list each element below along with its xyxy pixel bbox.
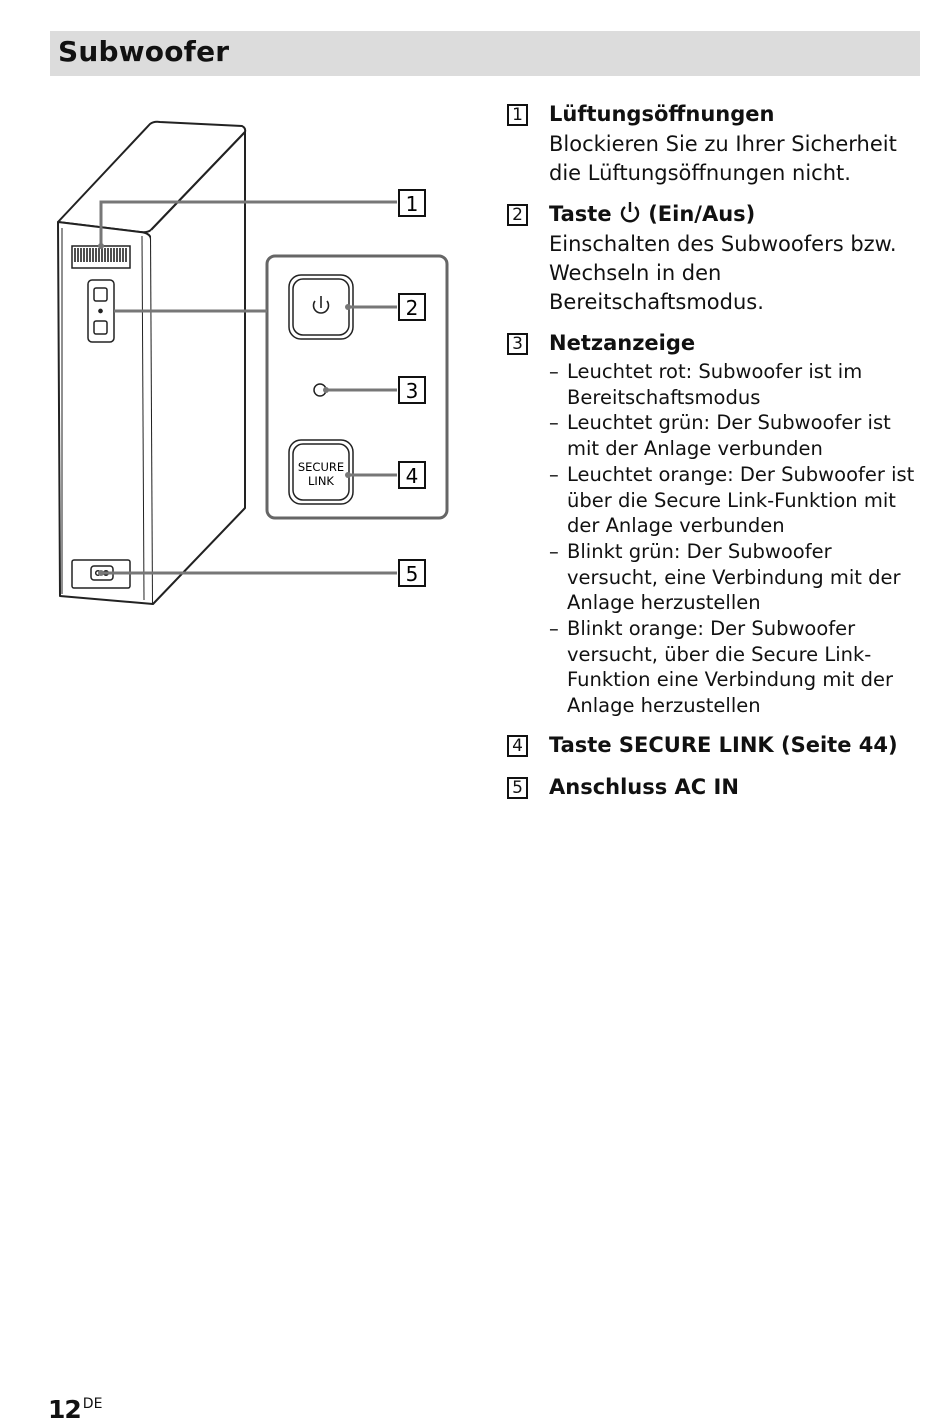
section-header-bar: Subwoofer xyxy=(50,31,920,76)
item-title: Taste (Ein/Aus) xyxy=(549,198,927,230)
page-number-value: 12 xyxy=(48,1395,82,1424)
control-panel-small xyxy=(87,279,115,343)
item-title: Lüftungsöffnungen xyxy=(549,102,775,126)
list-item-power-button: 2 Taste (Ein/Aus) Einschalten des Subwoo… xyxy=(507,198,927,317)
subwoofer-figure: SECURE LINK 1 2 3 4 xyxy=(48,110,458,620)
item-number: 4 xyxy=(507,734,528,757)
list-item: Leuchtet rot: Subwoofer ist im Bereitsch… xyxy=(549,359,927,410)
enlarged-control-panel: SECURE LINK xyxy=(265,254,449,520)
vent-grille xyxy=(71,245,131,269)
item-title-suffix: (Ein/Aus) xyxy=(648,202,756,226)
secure-link-label-line2: LINK xyxy=(308,474,334,488)
list-item: Leuchtet orange: Der Subwoofer ist über … xyxy=(549,462,927,539)
item-number: 2 xyxy=(507,204,528,226)
callout-1: 1 xyxy=(406,192,419,216)
list-item: Blinkt grün: Der Subwoofer versucht, ein… xyxy=(549,539,927,616)
item-description: Einschalten des Subwoofers bzw. Wechseln… xyxy=(549,232,897,314)
callout-5: 5 xyxy=(406,562,419,586)
component-list: 1 Lüftungsöffnungen Blockieren Sie zu Ih… xyxy=(507,98,927,813)
callout-2: 2 xyxy=(406,296,419,320)
section-title: Subwoofer xyxy=(58,35,230,68)
item-description: Blockieren Sie zu Ihrer Sicherheit die L… xyxy=(549,132,897,185)
item-title-prefix: Taste xyxy=(549,202,612,226)
list-item-power-indicator: 3 Netzanzeige Leuchtet rot: Subwoofer is… xyxy=(507,327,927,719)
item-number: 5 xyxy=(507,776,528,799)
callout-4: 4 xyxy=(406,464,419,488)
list-item-secure-link: 4 Taste SECURE LINK (Seite 44) xyxy=(507,729,927,761)
indicator-states-list: Leuchtet rot: Subwoofer ist im Bereitsch… xyxy=(549,359,927,719)
list-item: Blinkt orange: Der Subwoofer versucht, ü… xyxy=(549,616,927,719)
secure-link-label-line1: SECURE xyxy=(298,460,344,474)
list-item: Leuchtet grün: Der Subwoofer ist mit der… xyxy=(549,410,927,461)
page-language-suffix: DE xyxy=(82,1396,103,1412)
item-number: 3 xyxy=(507,333,528,355)
power-icon xyxy=(620,202,640,223)
item-title: Netzanzeige xyxy=(549,331,696,355)
item-title: Anschluss AC IN xyxy=(549,774,739,799)
callout-3: 3 xyxy=(406,379,419,403)
list-item-ac-in: 5 Anschluss AC IN xyxy=(507,771,927,803)
item-title: Taste SECURE LINK (Seite 44) xyxy=(549,732,898,757)
list-item-ventilation: 1 Lüftungsöffnungen Blockieren Sie zu Ih… xyxy=(507,98,927,188)
power-icon xyxy=(312,296,330,314)
subwoofer-illustration: SECURE LINK 1 2 3 4 xyxy=(57,120,449,605)
item-number: 1 xyxy=(507,104,528,126)
